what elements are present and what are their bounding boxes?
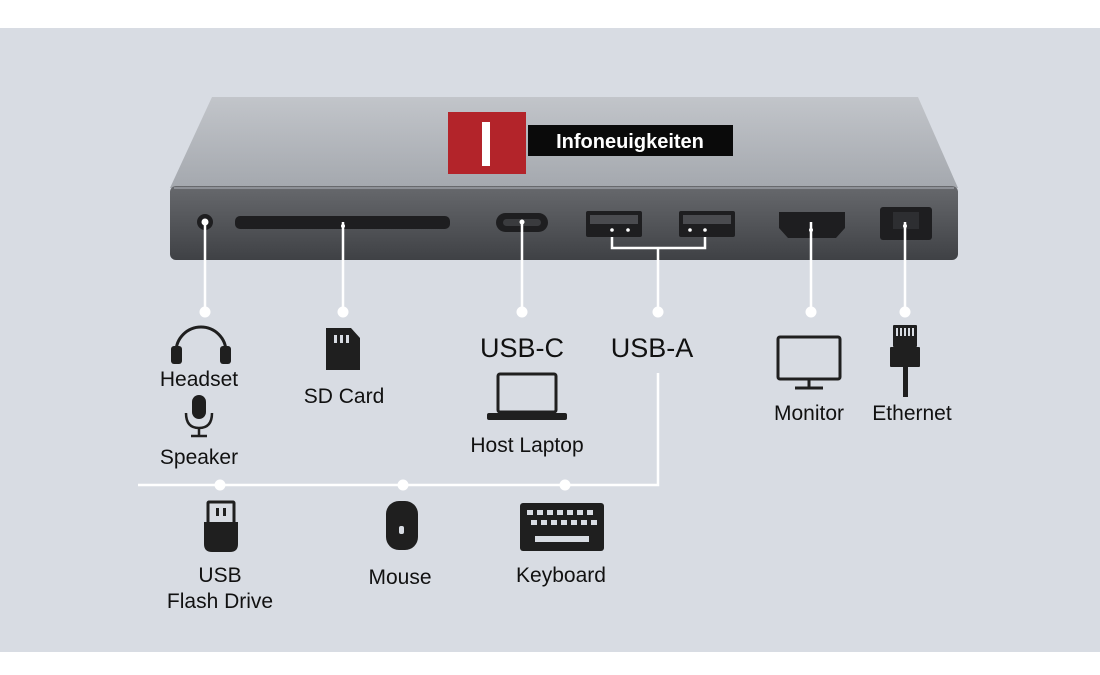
mouse-label: Mouse <box>368 566 431 589</box>
monitor-label: Monitor <box>774 402 844 425</box>
connection-wires <box>138 218 911 491</box>
usb-label: USB <box>198 564 241 587</box>
usb-a-label: USB-A <box>611 333 694 363</box>
flash-drive-label: Flash Drive <box>167 590 273 613</box>
ethernet-plug-icon <box>890 325 920 397</box>
docking-station <box>170 97 958 260</box>
laptop-icon <box>487 372 567 420</box>
brand-name: Infoneuigkeiten <box>556 131 704 153</box>
monitor-icon <box>776 335 842 390</box>
keyboard-label: Keyboard <box>516 564 606 587</box>
sd-card-icon <box>326 328 360 370</box>
ethernet-label: Ethernet <box>872 402 952 425</box>
brand-logo: Infoneuigkeiten <box>448 112 733 174</box>
microphone-icon <box>184 395 214 438</box>
usb-c-label: USB-C <box>480 333 564 363</box>
keyboard-icon <box>520 503 604 551</box>
speaker-label: Speaker <box>160 446 238 469</box>
headphones-icon <box>171 325 231 364</box>
host-laptop-label: Host Laptop <box>470 434 583 457</box>
sd-card-label: SD Card <box>304 385 385 408</box>
mouse-icon <box>386 501 418 550</box>
usb-flash-drive-icon <box>204 500 238 552</box>
dock-front-face <box>170 186 958 260</box>
headset-label: Headset <box>160 368 238 391</box>
